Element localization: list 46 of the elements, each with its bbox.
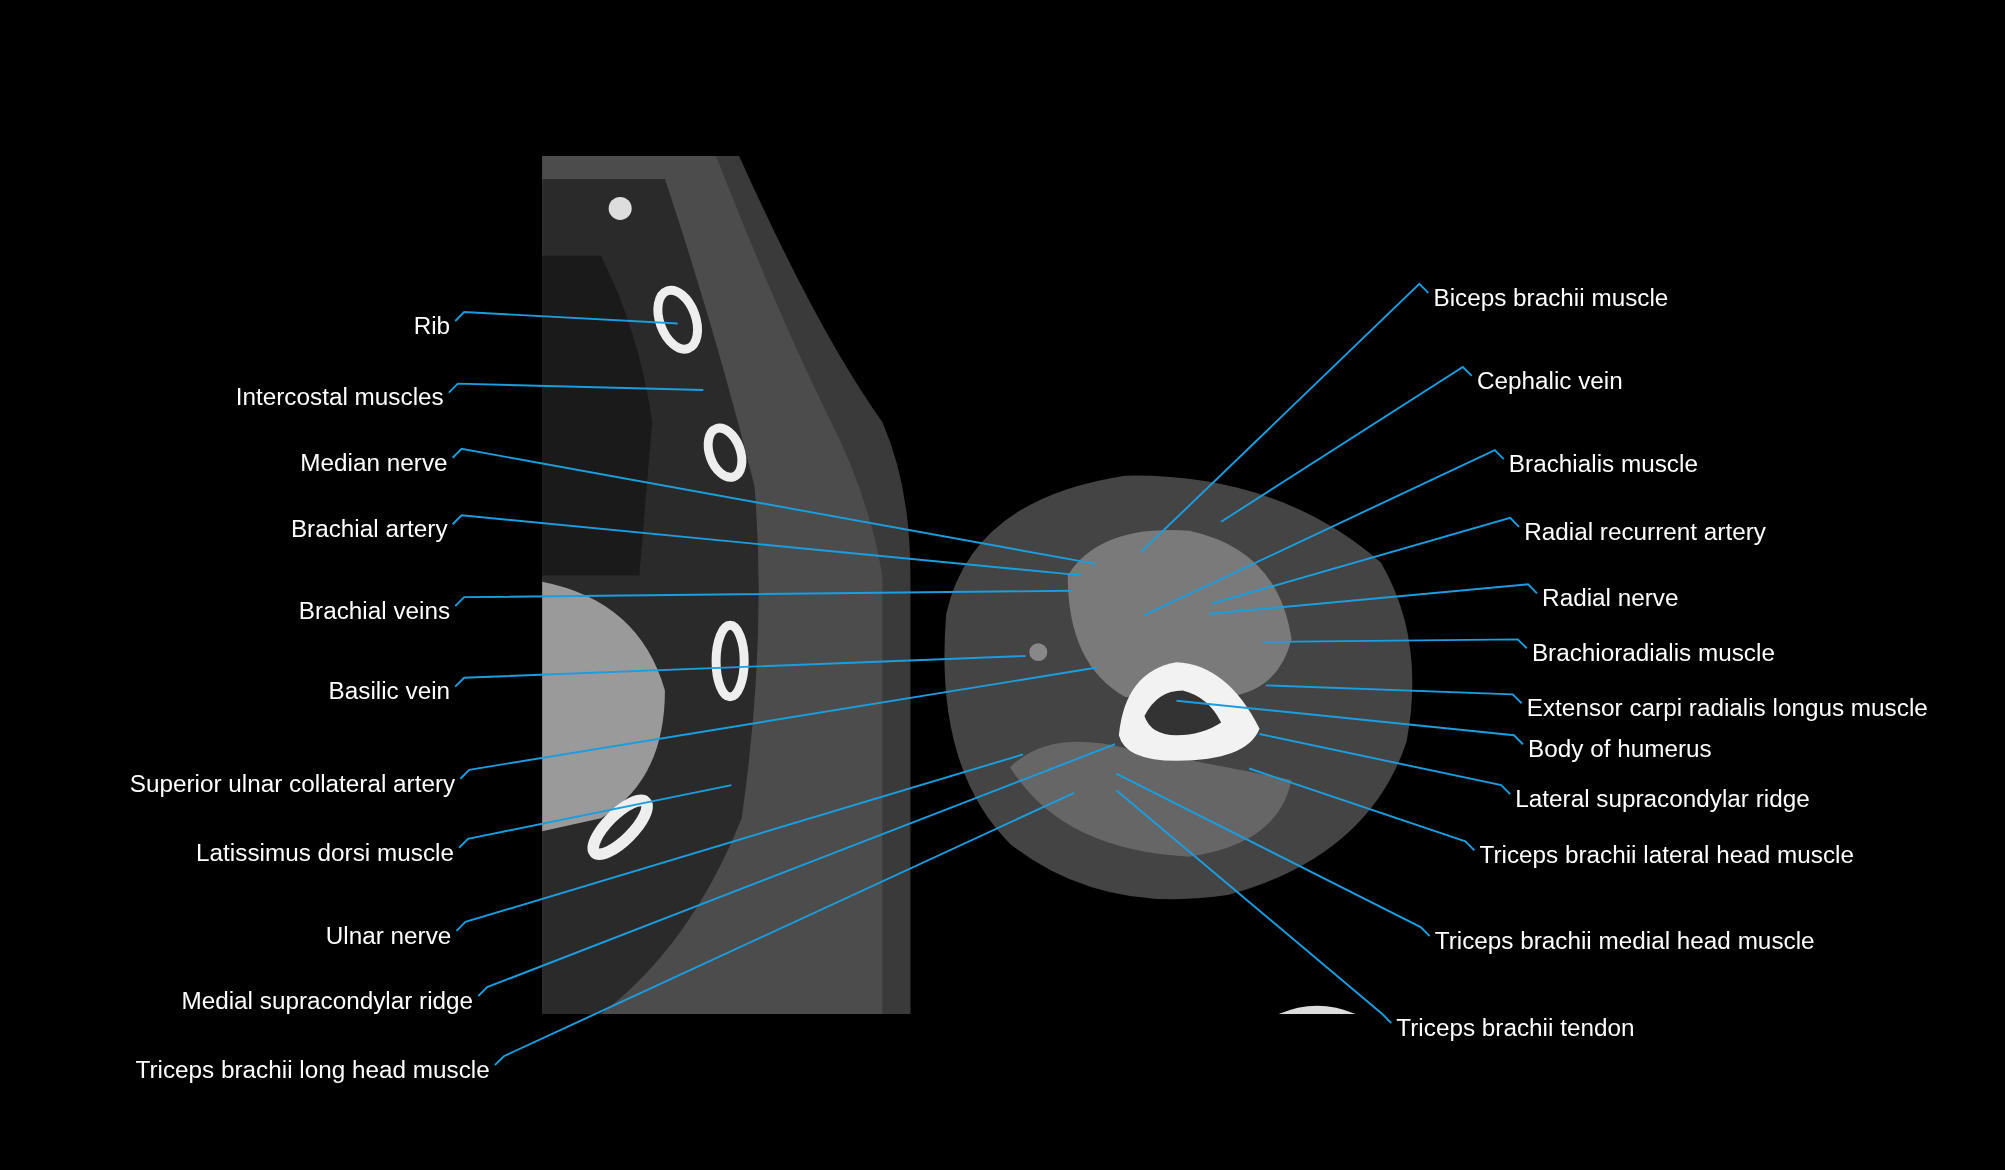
structure-label: Cephalic vein	[1476, 367, 1623, 396]
leader-line	[1175, 699, 1524, 746]
structure-label: Brachial artery	[290, 515, 448, 544]
structure-label: Biceps brachii muscle	[1433, 283, 1669, 312]
structure-label: Latissimus dorsi muscle	[196, 838, 454, 867]
leader-line	[1143, 448, 1505, 616]
leader-line	[1258, 733, 1512, 796]
leader-line	[451, 447, 1097, 565]
structure-label: Basilic vein	[328, 677, 451, 706]
leader-line	[1208, 583, 1538, 615]
leader-line	[1115, 772, 1431, 937]
structure-label: Triceps brachii lateral head muscle	[1479, 841, 1854, 870]
leader-line	[454, 311, 679, 325]
leader-line	[454, 589, 1073, 608]
structure-label: Lateral supracondylar ridge	[1515, 785, 1810, 814]
structure-label: Triceps brachii long head muscle	[135, 1056, 490, 1085]
leader-line	[451, 514, 1083, 577]
structure-label: Ulnar nerve	[325, 921, 452, 951]
structure-label: Intercostal muscles	[235, 383, 444, 412]
structure-label: Extensor carpi radialis longus muscle	[1526, 694, 1928, 723]
structure-label: Medial supracondylar ridge	[181, 987, 474, 1016]
leader-line	[1220, 365, 1473, 523]
leader-line	[447, 382, 705, 394]
structure-label: Rib	[413, 312, 451, 341]
leader-line	[1211, 516, 1521, 605]
structure-label: Triceps brachii medial head muscle	[1434, 927, 1815, 956]
structure-label: Brachialis muscle	[1508, 450, 1698, 479]
leader-line	[458, 784, 733, 849]
structure-label: Triceps brachii tendon	[1396, 1014, 1635, 1043]
leader-line	[454, 655, 1027, 688]
leader-line	[477, 743, 1116, 998]
structure-label: Median nerve	[300, 448, 448, 477]
leader-line	[1264, 684, 1523, 705]
leader-line	[455, 753, 1024, 932]
structure-label: Radial recurrent artery	[1524, 517, 1766, 546]
leader-line	[1248, 767, 1476, 852]
structure-label: Brachioradialis muscle	[1531, 639, 1775, 668]
leader-line	[1139, 282, 1430, 554]
structure-label: Brachial veins	[298, 597, 451, 626]
leader-line	[493, 791, 1076, 1067]
structure-label: Superior ulnar collateral artery	[129, 769, 456, 798]
leader-line	[1262, 638, 1528, 650]
leader-line	[459, 666, 1099, 780]
structure-label: Body of humerus	[1528, 735, 1712, 764]
structure-label: Radial nerve	[1542, 584, 1679, 613]
leader-line	[1115, 789, 1393, 1024]
